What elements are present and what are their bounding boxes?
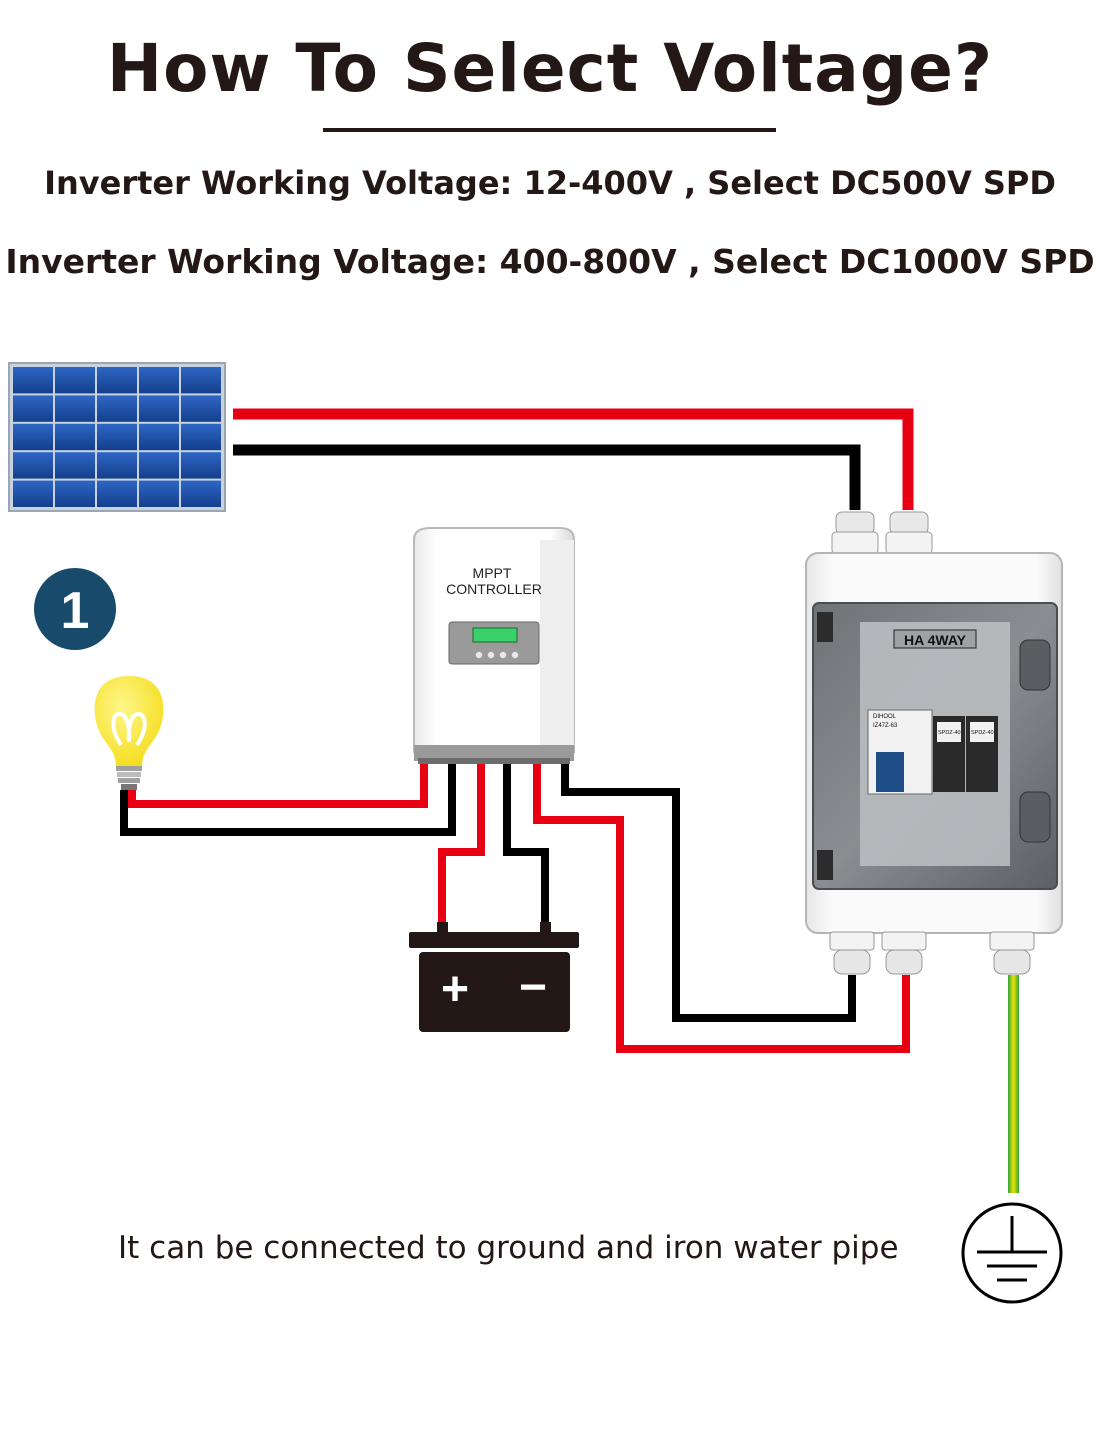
solar-cell (13, 395, 53, 422)
solar-cell (181, 452, 221, 479)
load-wires (120, 760, 456, 836)
combiner-box-label: HA 4WAY (904, 632, 967, 648)
solar-panel-icon (8, 362, 226, 512)
page-title: How To Select Voltage? (106, 30, 994, 107)
solar-positive-wire (233, 408, 914, 510)
solar-cell (97, 423, 137, 451)
solar-cell (55, 452, 95, 479)
solar-cell (55, 480, 95, 507)
light-bulb-icon (94, 676, 164, 790)
solar-cell (13, 480, 53, 507)
solar-cell (55, 395, 95, 422)
solar-cell (181, 423, 221, 451)
solar-cell (139, 367, 179, 394)
ground-symbol-icon (961, 1202, 1063, 1304)
mppt-controller-icon: MPPT CONTROLLER (413, 527, 575, 764)
ground-note: It can be connected to ground and iron w… (118, 1230, 899, 1266)
solar-cell (181, 395, 221, 422)
solar-negative-wire (233, 444, 861, 510)
combiner-box-icon: HA 4WAY DIHOOL IZ47Z-63 SPDZ-40 SPDZ-40 (805, 511, 1063, 975)
spec-line-dc500v: Inverter Working Voltage: 12-400V , Sele… (44, 164, 1056, 202)
battery-wires (438, 760, 549, 928)
solar-cell (13, 367, 53, 394)
solar-cell (13, 423, 53, 451)
spd-model-2: SPDZ-40 (971, 730, 994, 736)
solar-cell (139, 452, 179, 479)
solar-cell (55, 367, 95, 394)
controller-output-wires (533, 760, 910, 1053)
solar-cell (97, 367, 137, 394)
battery-positive-sign: + (441, 963, 469, 1016)
solar-cell (139, 395, 179, 422)
spd-model-1: SPDZ-40 (938, 730, 961, 736)
solar-cell (139, 423, 179, 451)
solar-cell (139, 480, 179, 507)
bottom-cable-glands (829, 931, 1035, 975)
battery-icon: + − (409, 922, 579, 1032)
solar-cell (181, 480, 221, 507)
solar-cell (97, 395, 137, 422)
controller-label-mppt: MPPT (473, 565, 512, 581)
step-badge: 1 (34, 568, 116, 650)
controller-label-controller: CONTROLLER (446, 581, 542, 597)
solar-cell (181, 367, 221, 394)
spec-line-dc1000v: Inverter Working Voltage: 400-800V , Sel… (5, 242, 1095, 281)
solar-cell (97, 452, 137, 479)
top-cable-glands (831, 511, 933, 555)
title-underline (323, 128, 776, 132)
breaker-model: IZ47Z-63 (873, 723, 898, 729)
battery-negative-sign: − (519, 961, 547, 1014)
solar-cell (97, 480, 137, 507)
step-number: 1 (61, 582, 90, 640)
ground-wire (1008, 975, 1019, 1193)
solar-cell (55, 423, 95, 451)
solar-cell (13, 452, 53, 479)
breaker-brand: DIHOOL (873, 714, 897, 720)
